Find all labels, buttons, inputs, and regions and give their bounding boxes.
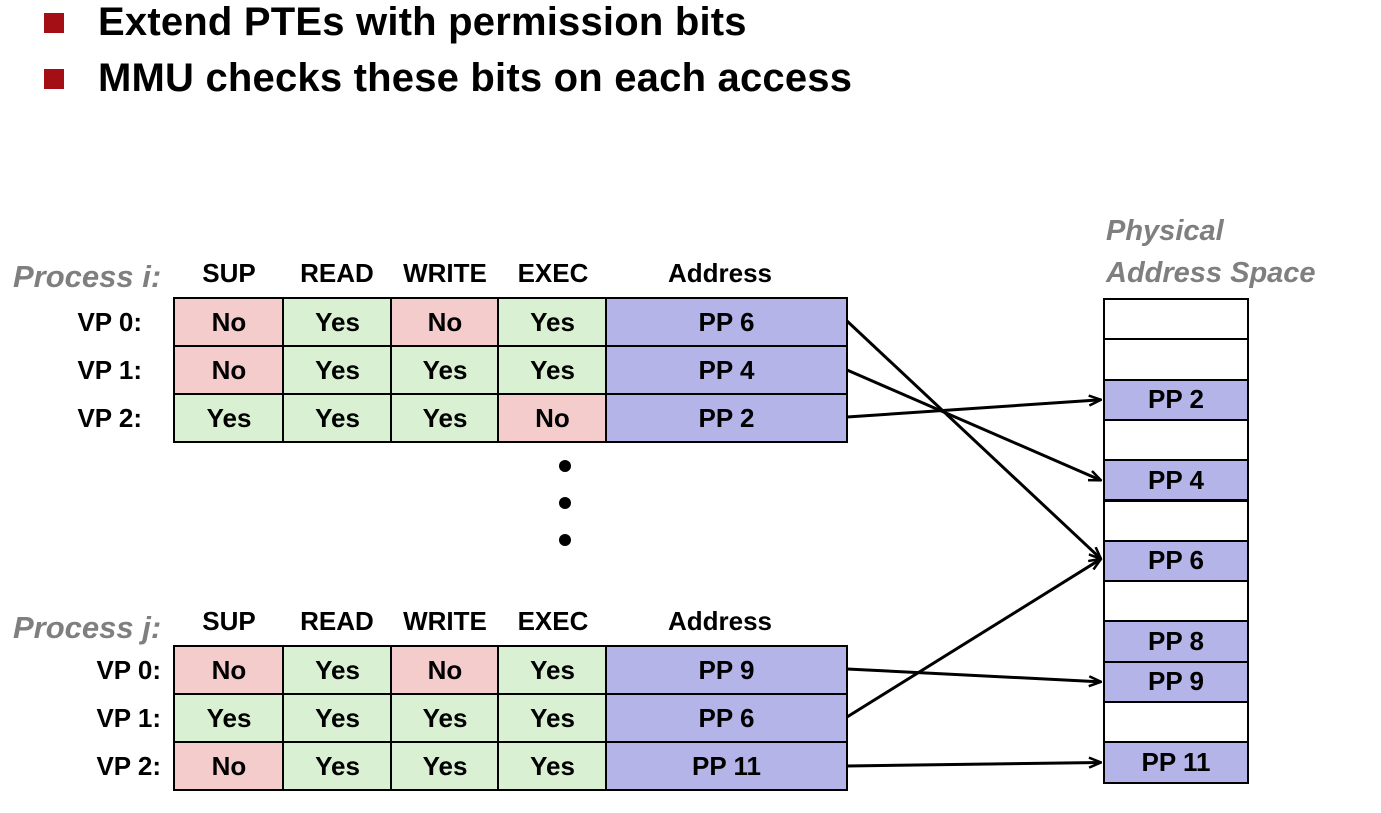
empty-memory-slot xyxy=(1103,418,1249,462)
row-label-vp-1: VP 1: xyxy=(96,703,161,733)
ellipsis-dot xyxy=(559,497,571,509)
arrow-process-j-vp-2 xyxy=(846,762,1101,766)
row-label-vp-1: VP 1: xyxy=(77,355,142,385)
arrow-process-j-vp-1 xyxy=(846,559,1101,719)
column-header-exec: EXEC xyxy=(517,606,589,636)
column-header-exec: EXEC xyxy=(517,258,589,288)
pte-cell-read: Yes xyxy=(282,645,393,695)
column-header-address: Address xyxy=(667,258,773,288)
ellipsis-dot xyxy=(559,460,571,472)
pte-cell-address: PP 11 xyxy=(605,741,848,791)
arrow-process-j-vp-0 xyxy=(846,667,1101,682)
title-line-2: Address Space xyxy=(1106,257,1316,289)
row-label-vp-0: VP 0: xyxy=(96,655,161,685)
pte-cell-exec: Yes xyxy=(497,693,608,743)
physical-page-slot: PP 4 xyxy=(1103,459,1249,502)
column-header-write: WRITE xyxy=(403,606,487,636)
process-i-label: Process i: xyxy=(13,259,162,294)
pte-cell-address: PP 6 xyxy=(605,297,848,347)
column-header-sup: SUP xyxy=(202,258,256,288)
bullet-text: Extend PTEs with permission bits xyxy=(98,0,747,44)
physical-page-slot: PP 11 xyxy=(1103,741,1249,784)
pte-cell-exec: No xyxy=(497,393,608,443)
column-header-address: Address xyxy=(667,606,773,636)
pte-cell-address: PP 9 xyxy=(605,645,848,695)
pte-cell-write: Yes xyxy=(390,741,500,791)
empty-memory-slot xyxy=(1103,701,1249,744)
physical-page-slot: PP 8 xyxy=(1103,620,1249,663)
pte-cell-address: PP 2 xyxy=(605,393,848,443)
bullet-extend-ptes: Extend PTEs with permission bits xyxy=(44,0,747,45)
pte-cell-write: Yes xyxy=(390,693,500,743)
column-header-read: READ xyxy=(300,606,374,636)
bullet-mmu-checks: MMU checks these bits on each access xyxy=(44,56,852,101)
pte-cell-write: No xyxy=(390,297,500,347)
arrow-process-i-vp-1 xyxy=(846,368,1101,482)
ellipsis-dot xyxy=(559,534,571,546)
row-label-vp-2: VP 2: xyxy=(96,751,161,781)
pte-cell-sup: No xyxy=(173,297,285,347)
pte-cell-sup: No xyxy=(173,741,285,791)
pte-cell-sup: Yes xyxy=(173,393,285,443)
column-header-write: WRITE xyxy=(403,258,487,288)
pte-cell-read: Yes xyxy=(282,393,393,443)
row-label-vp-0: VP 0: xyxy=(77,307,142,337)
pte-cell-sup: Yes xyxy=(173,693,285,743)
column-header-sup: SUP xyxy=(202,606,256,636)
physical-address-space-title: Physical Address Space xyxy=(1106,210,1316,294)
arrow-process-i-vp-2 xyxy=(846,400,1101,419)
pte-cell-exec: Yes xyxy=(497,645,608,695)
title-line-1: Physical xyxy=(1106,215,1224,247)
bullet-square-icon xyxy=(44,68,64,89)
arrow-process-i-vp-0 xyxy=(845,319,1101,559)
bullet-square-icon xyxy=(44,12,64,33)
row-label-vp-2: VP 2: xyxy=(77,403,142,433)
pte-cell-write: Yes xyxy=(390,345,500,395)
bullet-text: MMU checks these bits on each access xyxy=(98,56,853,100)
empty-memory-slot xyxy=(1103,298,1249,341)
pte-cell-exec: Yes xyxy=(497,741,608,791)
column-header-read: READ xyxy=(300,258,374,288)
process-j-label: Process j: xyxy=(13,610,162,645)
pte-cell-write: Yes xyxy=(390,393,500,443)
